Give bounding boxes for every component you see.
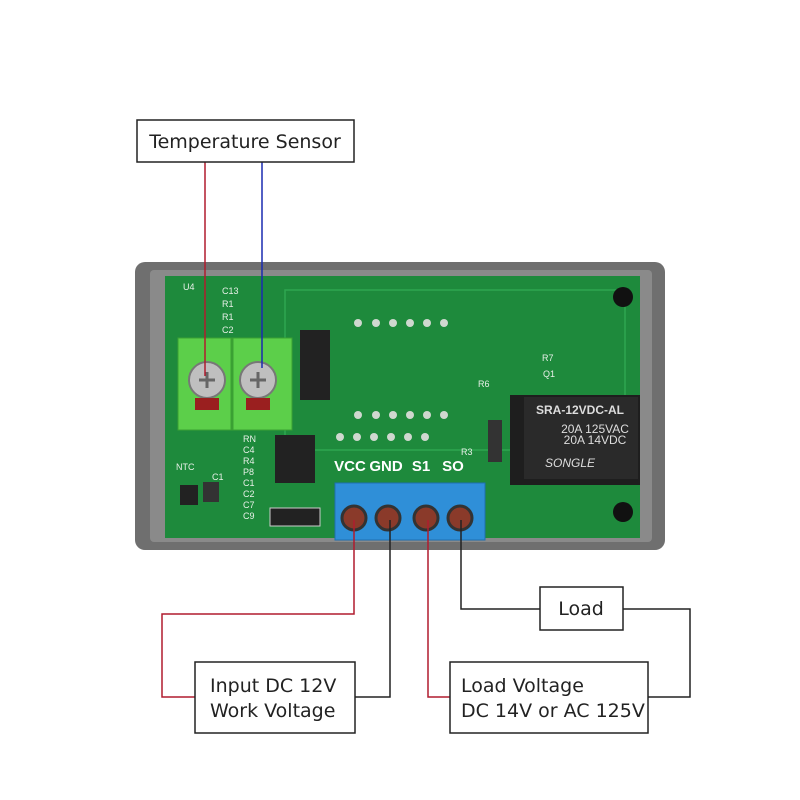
relay-model: SRA-12VDC-AL [536,403,624,417]
pin-label-s1: S1 [412,458,430,475]
wire-so [460,520,540,610]
ic-chip [275,435,315,483]
silk-label: R3 [461,447,473,457]
power-terminal-block [334,482,486,541]
mount-hole [613,502,633,522]
load-voltage-line1: Load Voltage [461,675,584,697]
capacitor [203,482,219,502]
load-voltage-label-box [449,661,649,734]
pin-header [336,319,448,441]
silk-label: NTC [176,462,195,472]
relay-brand: SONGLE [545,456,596,470]
pin-label-so: SO [442,458,464,475]
input-label-box [194,661,356,734]
sensor-label-box [136,119,355,163]
silk-label: R1 [222,299,234,309]
silk-label: P8 [243,467,254,477]
relay: SRA-12VDC-AL 20A 125VAC 20A 14VDC SONGLE [510,395,640,485]
sensor-terminal-block [177,337,293,431]
relay-rating: 20A 14VDC [564,433,627,447]
silk-label: Q1 [543,369,555,379]
silk-label: RN [243,434,256,444]
load-label-box [539,586,624,631]
diode [488,420,502,462]
silk-label: C2 [243,489,255,499]
silk-label: C1 [243,478,255,488]
silk-label: R7 [542,353,554,363]
ic-chip [300,330,330,400]
input-label-line1: Input DC 12V [210,675,336,697]
sensor-label: Temperature Sensor [148,131,341,153]
silk-label: C1 [212,472,224,482]
wire-load-return [623,608,691,698]
pin-label-gnd: GND [369,458,403,475]
silk-label: U4 [183,282,195,292]
silk-label: C13 [222,286,239,296]
silk-label: R1 [222,312,234,322]
switch [269,507,321,527]
silk-label: R4 [243,456,255,466]
input-label-line2: Work Voltage [210,700,335,722]
silk-label: R6 [478,379,490,389]
relay-rating: 20A 125VAC [561,422,629,436]
wire-gnd [355,520,391,698]
transistor [180,485,198,505]
pin-label-vcc: VCC [334,458,366,475]
silk-label: C4 [243,445,255,455]
silk-label: C9 [243,511,255,521]
wire-vcc [161,520,355,698]
wire-s1 [427,520,450,698]
silk-label: C2 [222,325,234,335]
load-label: Load [558,598,604,620]
load-voltage-line2: DC 14V or AC 125V [461,700,645,722]
silk-label: C7 [243,500,255,510]
mount-hole [613,287,633,307]
